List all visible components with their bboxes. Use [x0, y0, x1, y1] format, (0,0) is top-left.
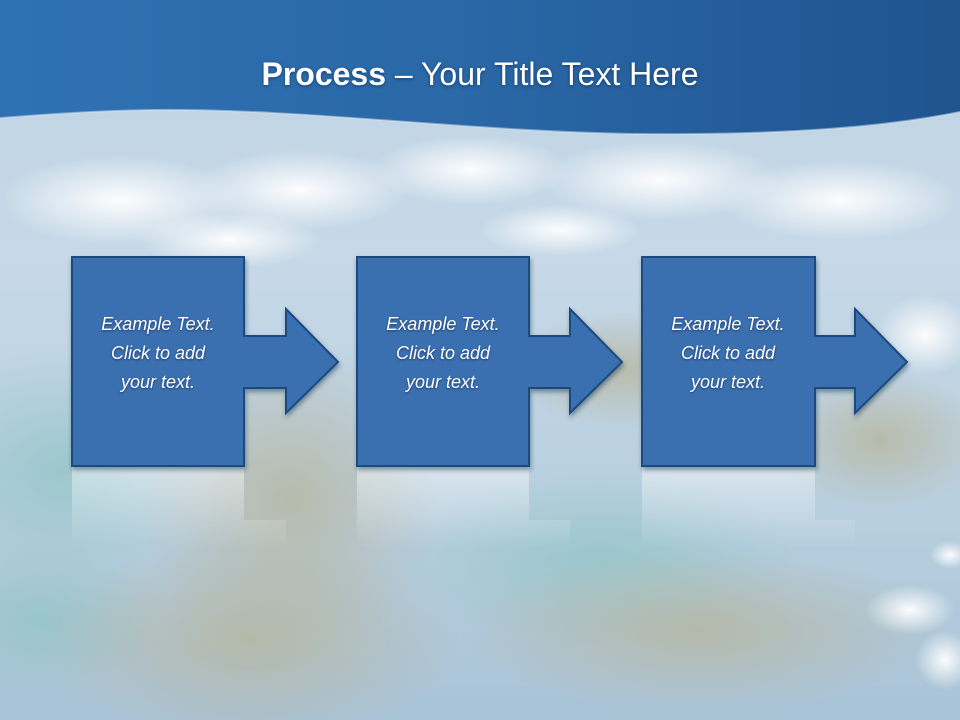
step-3-line-1: Example Text.: [671, 314, 785, 334]
slide-title[interactable]: Process – Your Title Text Here: [0, 52, 960, 96]
title-bold: Process: [261, 56, 387, 92]
step-1-line-2: Click to add: [110, 343, 206, 363]
step-1-line-1: Example Text.: [101, 314, 215, 334]
step-3-shape: [641, 256, 909, 467]
step-2-line-2: Click to add: [395, 343, 491, 363]
step-3-line-2: Click to add: [680, 343, 776, 363]
process-step-2[interactable]: [356, 256, 624, 548]
step-2-line-1: Example Text.: [386, 314, 500, 334]
title-rest: – Your Title Text Here: [386, 56, 699, 92]
step-1-text[interactable]: Example Text. Click to add your text.: [72, 310, 244, 397]
process-step-3[interactable]: [641, 256, 909, 548]
step-1-shape: [71, 256, 340, 467]
step-3-text[interactable]: Example Text. Click to add your text.: [642, 310, 814, 397]
step-2-text[interactable]: Example Text. Click to add your text.: [357, 310, 529, 397]
step-1-reflection: [72, 466, 286, 548]
step-3-line-3: your text.: [690, 372, 766, 392]
process-step-1[interactable]: [71, 256, 340, 548]
step-2-shape: [356, 256, 624, 467]
step-2-line-3: your text.: [405, 372, 481, 392]
step-2-reflection: [357, 466, 570, 548]
step-1-line-3: your text.: [120, 372, 196, 392]
step-3-reflection: [642, 466, 855, 548]
